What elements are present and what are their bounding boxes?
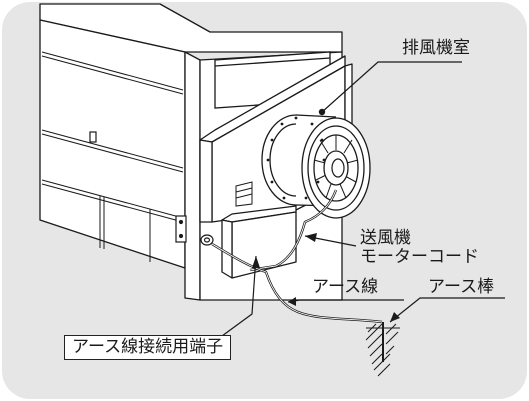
earth-terminal-plate [175,215,187,243]
leader-exhaust-room [321,61,462,113]
label-blower-line2: モーターコード [360,247,479,267]
terminal-box-side [221,219,233,279]
leader-earth-rod [389,297,505,323]
label-earth-wire: アース線 [312,277,379,297]
leader-earth-terminal [221,255,257,337]
exhaust-chamber-side [199,139,213,223]
label-earth-terminal: アース線接続用端子 [64,335,232,360]
label-blower-line1: 送風機 [360,228,411,248]
label-earth-rod: アース棒 [428,277,495,297]
label-exhaust-room: 排風機室 [402,38,470,58]
latch [89,131,97,143]
housing-front-strip [184,51,201,301]
